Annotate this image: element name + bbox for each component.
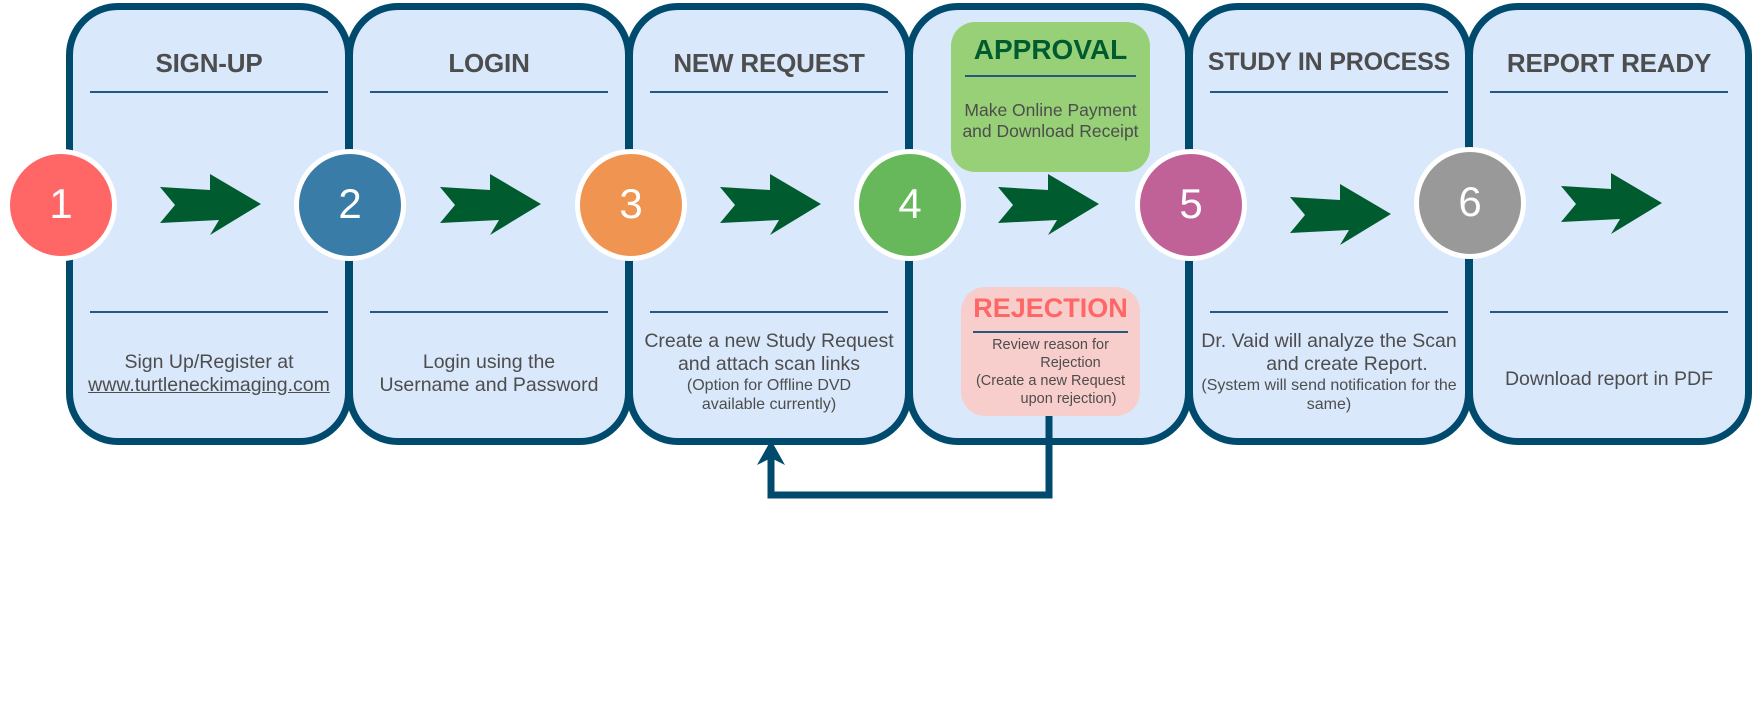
step-number: 6: [1458, 178, 1482, 225]
step-title: LOGIN: [448, 48, 530, 78]
text-line: upon rejection): [1020, 391, 1117, 407]
step-description: Login using the Username and Password: [353, 351, 625, 397]
rejection-title: REJECTION: [973, 293, 1128, 323]
text-line: Dr. Vaid will analyze the Scan: [1201, 330, 1457, 352]
note-line: (Option for Offline DVD: [686, 377, 852, 394]
step-number-circle-4: 4: [854, 149, 966, 261]
text-line: Rejection: [1040, 355, 1101, 371]
text-line: Download report in PDF: [1504, 368, 1714, 390]
text-line: Username and Password: [379, 374, 599, 396]
note-line: same): [1306, 396, 1352, 413]
step-number-circle-3: 3: [575, 149, 687, 261]
note-line: available currently): [701, 396, 837, 413]
step-description: Sign Up/Register at www.turtleneckimagin…: [73, 351, 345, 397]
text-line: Create a new Study Request: [644, 330, 894, 352]
approval-description: Make Online Payment and Download Receipt: [951, 100, 1150, 142]
step-title: STUDY IN PROCESS: [1207, 48, 1451, 76]
rejection-description: Review reason for Rejection (Create a ne…: [961, 336, 1140, 408]
content-divider: [370, 311, 608, 313]
step-number: 3: [619, 180, 643, 227]
step-title: NEW REQUEST: [673, 48, 865, 78]
rejection-divider: [973, 331, 1128, 333]
step-title: REPORT READY: [1506, 48, 1712, 78]
step-number: 2: [338, 180, 362, 227]
text-line: and attach scan links: [677, 353, 861, 375]
arrow-right-icon: [160, 174, 261, 235]
step-number: 4: [898, 180, 922, 227]
step-description: Download report in PDF: [1473, 368, 1745, 391]
content-divider: [650, 311, 888, 313]
step-number-circle-2: 2: [294, 149, 406, 261]
arrow-right-icon: [440, 174, 541, 235]
step-description: Dr. Vaid will analyze the Scan and creat…: [1193, 330, 1465, 414]
text-line: Make Online Payment: [964, 100, 1137, 120]
step-number-circle-6: 6: [1414, 147, 1526, 259]
step-number: 5: [1179, 180, 1203, 227]
approval-box: APPROVAL Make Online Payment and Downloa…: [951, 22, 1150, 172]
arrow-right-icon: [1290, 184, 1391, 245]
text-line: and create Report.: [1266, 353, 1428, 375]
signup-text: Sign Up/Register at: [124, 351, 294, 373]
signup-link[interactable]: www.turtleneckimaging.com: [88, 374, 330, 396]
text-line: (Create a new Request: [975, 373, 1126, 389]
text-line: Login using the: [422, 351, 556, 373]
step-description: Create a new Study Request and attach sc…: [633, 330, 905, 414]
text-line: Review reason for: [992, 337, 1109, 353]
title-divider: [650, 91, 888, 93]
approval-title: APPROVAL: [973, 34, 1128, 65]
content-divider: [90, 311, 328, 313]
arrow-right-icon: [998, 174, 1099, 235]
step-number-circle-5: 5: [1135, 149, 1247, 261]
text-line: and Download Receipt: [962, 121, 1139, 141]
content-divider: [1490, 311, 1728, 313]
arrow-right-icon: [1561, 173, 1662, 234]
title-divider: [1210, 91, 1448, 93]
content-divider: [1210, 311, 1448, 313]
step-title: SIGN-UP: [155, 48, 263, 78]
title-divider: [370, 91, 608, 93]
title-divider: [1490, 91, 1728, 93]
step-number-circle-1: 1: [5, 149, 117, 261]
rejection-box: REJECTION Review reason for Rejection (C…: [961, 287, 1140, 416]
approval-divider: [965, 75, 1136, 77]
step-number: 1: [49, 180, 73, 227]
arrow-right-icon: [720, 174, 821, 235]
title-divider: [90, 91, 328, 93]
note-line: (System will send notification for the: [1201, 377, 1457, 394]
